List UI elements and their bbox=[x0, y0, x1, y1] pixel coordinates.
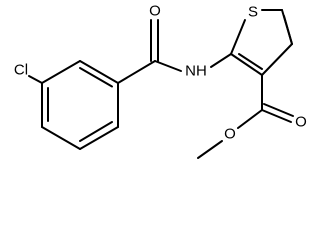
ester-carbon-oxygen-bond bbox=[237, 109, 263, 129]
ring-double-bond bbox=[79, 67, 113, 88]
ring-to-carbonyl-bond bbox=[117, 60, 156, 84]
ring-bond bbox=[79, 60, 119, 84]
ring-double-bond bbox=[238, 53, 263, 70]
ring-bond bbox=[230, 53, 263, 76]
ring-bond bbox=[41, 126, 81, 150]
ester-ether-oxygen-label: O bbox=[224, 126, 236, 143]
amide-nitrogen-label: NH bbox=[185, 63, 207, 80]
oxygen-to-methyl-bond bbox=[197, 140, 223, 159]
structure-drawing: Cl O NH S O O bbox=[14, 3, 307, 159]
ring-double-bond bbox=[79, 121, 113, 142]
carbonyl-oxygen-label: O bbox=[149, 3, 161, 20]
ring-bond bbox=[261, 43, 293, 76]
chlorine-atom-label: Cl bbox=[14, 62, 28, 79]
ring-double-bond bbox=[283, 15, 293, 45]
nitrogen-to-thiophene-bond bbox=[210, 53, 232, 68]
thiophene-sulfur-label: S bbox=[248, 4, 258, 21]
molecule-diagram: Cl O NH S O O bbox=[13, 2, 307, 159]
ester-carbonyl-double-bond bbox=[261, 109, 292, 123]
ring-bond bbox=[230, 19, 246, 55]
thiophene-ring: S bbox=[230, 4, 293, 76]
carbon-chlorine-bond bbox=[28, 75, 43, 84]
carbonyl-to-nitrogen-bond bbox=[154, 60, 182, 72]
ring-bond bbox=[79, 126, 119, 150]
ester-carbonyl-double-bond bbox=[263, 103, 294, 117]
ester-carbonyl-oxygen-label: O bbox=[295, 114, 307, 131]
chlorophenyl-ring bbox=[41, 60, 119, 150]
ring-bond bbox=[41, 60, 81, 84]
